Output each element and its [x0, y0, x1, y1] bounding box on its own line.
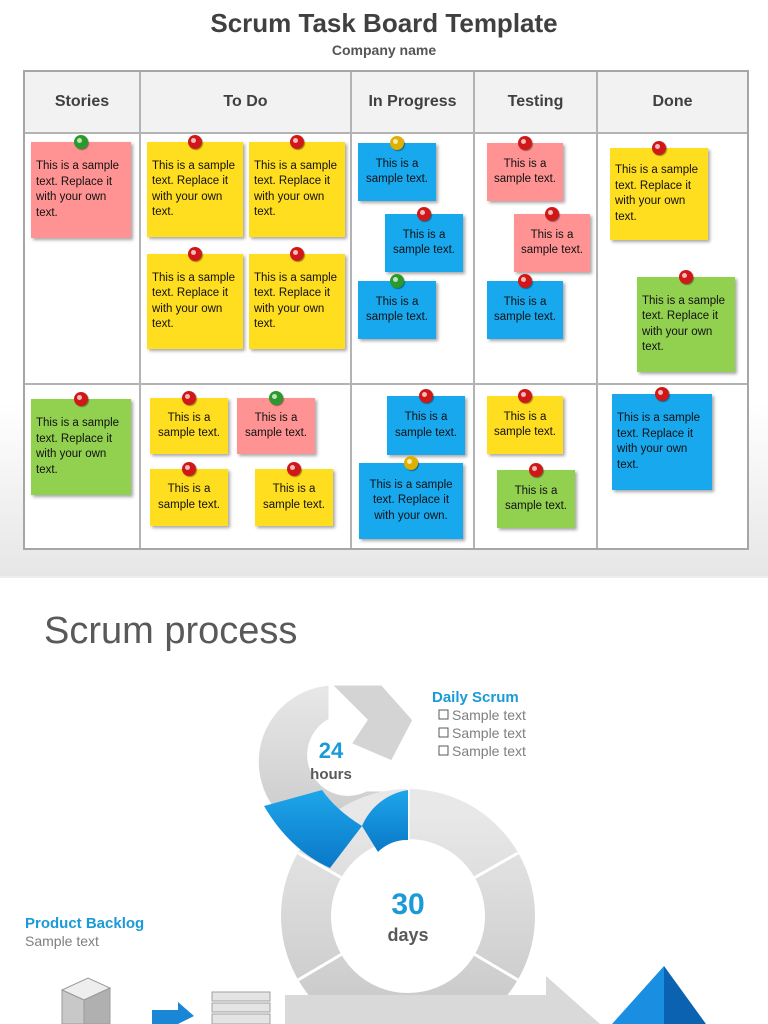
- process-title: Scrum process: [44, 610, 298, 652]
- pin-icon: [518, 274, 532, 288]
- pin-icon: [417, 207, 431, 221]
- sticky-note[interactable]: This is a sample text.: [497, 463, 575, 528]
- pin-icon: [545, 207, 559, 221]
- sticky-note[interactable]: This is a sample text. Replace it with y…: [249, 135, 345, 237]
- days-label: days: [387, 925, 428, 945]
- pin-icon: [290, 247, 304, 261]
- pin-icon: [655, 387, 669, 401]
- company-name: Company name: [331, 42, 437, 58]
- sticky-note[interactable]: This is a sample text. Replace it with y…: [31, 392, 131, 495]
- sticky-note[interactable]: This is a sample text.: [514, 207, 590, 272]
- pin-icon: [188, 135, 202, 149]
- cycle-arrow-icon: [326, 682, 416, 764]
- sprint-backlog-stack-icon: [211, 991, 271, 1024]
- daily-scrum-list: Sample text Sample text Sample text: [438, 707, 526, 759]
- sticky-note[interactable]: This is a sample text. Replace it with y…: [31, 135, 131, 238]
- sticky-note[interactable]: This is a sample text.: [487, 389, 563, 454]
- product-backlog-cubes-icon: [60, 977, 112, 1024]
- sticky-note[interactable]: This is a sample text. Replace it with y…: [610, 141, 708, 240]
- sticky-note[interactable]: This is a sample text. Replace it with y…: [612, 387, 712, 490]
- hours-label: hours: [310, 766, 352, 783]
- connector-arc: [264, 790, 362, 868]
- pin-icon: [188, 247, 202, 261]
- sticky-note[interactable]: This is a sample text.: [150, 462, 228, 526]
- sticky-note[interactable]: This is a sample text. Replace it with y…: [637, 270, 735, 372]
- pin-icon: [74, 392, 88, 406]
- column-divider: [596, 72, 598, 548]
- pin-icon: [269, 391, 283, 405]
- daily-scrum-item: Sample text: [452, 707, 526, 723]
- sticky-note[interactable]: This is a sample text.: [358, 274, 436, 339]
- pin-icon: [518, 136, 532, 150]
- sticky-note[interactable]: This is a sample text. Replace it with y…: [147, 135, 243, 237]
- checkbox-icon: [438, 727, 449, 738]
- sticky-note[interactable]: This is a sample text.: [487, 274, 563, 339]
- sticky-note[interactable]: This is a sample text.: [237, 391, 315, 454]
- pin-icon: [182, 462, 196, 476]
- checkbox-icon: [438, 745, 449, 756]
- checkbox-icon: [438, 709, 449, 720]
- column-header-to-do: To Do: [141, 72, 352, 134]
- pin-icon: [419, 389, 433, 403]
- daily-scrum-item: Sample text: [452, 743, 526, 759]
- column-divider: [350, 72, 352, 548]
- task-board-slide: Scrum Task Board Template Company name S…: [0, 0, 768, 576]
- sticky-note[interactable]: This is a sample text.: [487, 136, 563, 201]
- product-backlog-title: Product Backlog: [25, 915, 144, 932]
- flow-arrow-icon: [285, 976, 600, 1024]
- connector-arc: [362, 790, 408, 852]
- column-header-testing: Testing: [475, 72, 598, 134]
- sticky-note[interactable]: This is a sample text.: [358, 136, 436, 201]
- column-header-stories: Stories: [25, 72, 141, 134]
- sticky-note[interactable]: This is a sample text.: [255, 462, 333, 526]
- pin-icon: [390, 274, 404, 288]
- sticky-note[interactable]: This is a sample text. Replace it with y…: [249, 247, 345, 349]
- pin-icon: [390, 136, 404, 150]
- hours-value: 24: [319, 738, 344, 763]
- sticky-note[interactable]: This is a sample text. Replace it with y…: [359, 456, 463, 539]
- pin-icon: [290, 135, 304, 149]
- sticky-note[interactable]: This is a sample text. Replace it with y…: [147, 247, 243, 349]
- board-title: Scrum Task Board Template: [210, 8, 558, 38]
- column-divider: [473, 72, 475, 548]
- pin-icon: [518, 389, 532, 403]
- sticky-note[interactable]: This is a sample text.: [150, 391, 228, 454]
- row-divider: [25, 383, 747, 385]
- pin-icon: [529, 463, 543, 477]
- column-header-done: Done: [598, 72, 747, 134]
- pin-icon: [404, 456, 418, 470]
- column-header-in-progress: In Progress: [352, 72, 475, 134]
- daily-scrum-item: Sample text: [452, 725, 526, 741]
- task-board: Stories To Do In Progress Testing Done T…: [23, 70, 749, 550]
- pin-icon: [679, 270, 693, 284]
- pin-icon: [652, 141, 666, 155]
- sticky-note[interactable]: This is a sample text.: [387, 389, 465, 455]
- slide-separator: [0, 576, 768, 578]
- pin-icon: [182, 391, 196, 405]
- product-increment-pyramid-icon: [612, 966, 706, 1024]
- pin-icon: [287, 462, 301, 476]
- pin-icon: [74, 135, 88, 149]
- column-divider: [139, 72, 141, 548]
- days-value: 30: [391, 888, 424, 921]
- arrow-right-icon: [152, 1002, 194, 1024]
- daily-scrum-title: Daily Scrum: [432, 689, 519, 706]
- sticky-note[interactable]: This is a sample text.: [385, 207, 463, 272]
- product-backlog-text: Sample text: [25, 933, 99, 949]
